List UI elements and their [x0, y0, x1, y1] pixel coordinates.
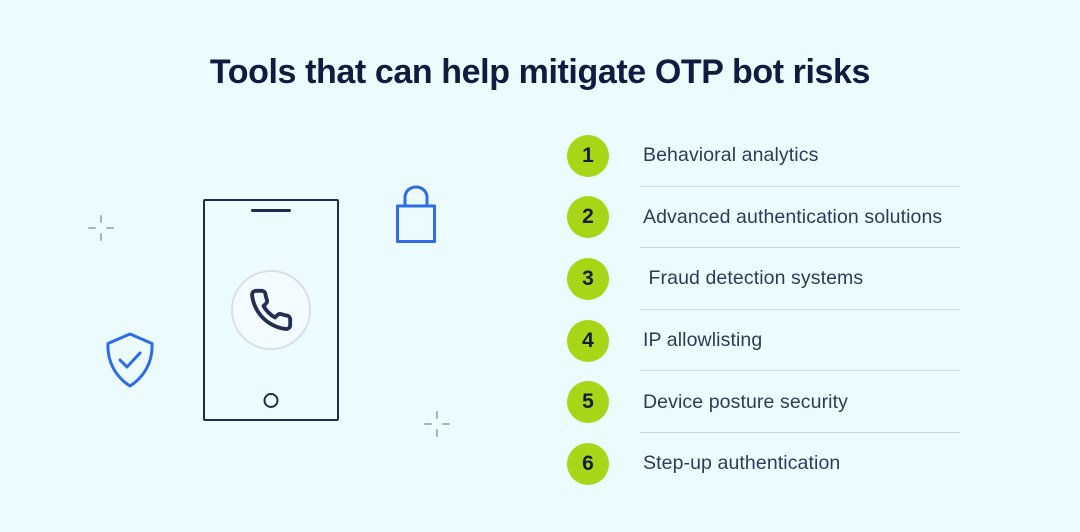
number-badge: 4: [567, 319, 609, 362]
list-item: 4 IP allowlisting: [567, 310, 960, 372]
list-item: 1 Behavioral analytics: [567, 125, 960, 187]
divider: [640, 431, 960, 433]
divider: [640, 185, 960, 187]
list-item-label: Fraud detection systems: [643, 267, 864, 290]
list-item-label: Device posture security: [643, 390, 848, 413]
list-item-label: Step-up authentication: [643, 452, 841, 475]
number-badge: 3: [567, 257, 609, 300]
number-badge: 2: [567, 196, 609, 239]
tool-list: 1 Behavioral analytics 2 Advanced authen…: [567, 125, 960, 495]
list-item: 3 Fraud detection systems: [567, 248, 960, 310]
padlock-icon: [396, 185, 436, 243]
number-badge: 1: [567, 134, 609, 177]
call-circle: [231, 270, 311, 350]
phone-speaker-bar: [251, 209, 291, 212]
number-badge: 5: [567, 381, 609, 424]
page-title: Tools that can help mitigate OTP bot ris…: [209, 53, 871, 91]
smartphone-icon: [203, 199, 339, 421]
divider: [640, 308, 960, 310]
call-handset-icon: [250, 288, 293, 331]
number-badge: 6: [567, 442, 609, 485]
list-item-label: Behavioral analytics: [643, 144, 819, 167]
crosshair-icon: [88, 215, 114, 241]
shield-check-icon: [106, 332, 154, 388]
list-item-label: Advanced authentication solutions: [643, 205, 943, 228]
phone-home-button: [263, 393, 279, 408]
list-item-label: IP allowlisting: [643, 329, 763, 352]
divider: [640, 247, 960, 249]
list-item: 5 Device posture security: [567, 371, 960, 433]
list-item: 6 Step-up authentication: [567, 433, 960, 495]
crosshair-icon: [424, 411, 450, 437]
list-item: 2 Advanced authentication solutions: [567, 187, 960, 249]
divider: [640, 370, 960, 372]
